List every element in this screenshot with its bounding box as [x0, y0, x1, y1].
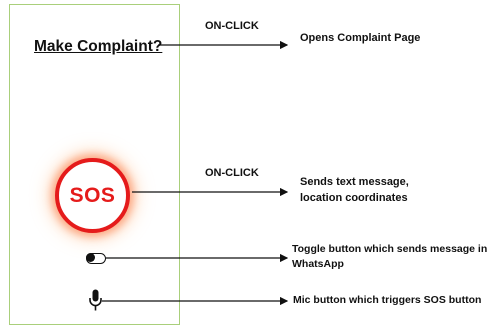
- sos-button-label: SOS: [69, 183, 116, 207]
- microphone-icon[interactable]: [89, 289, 102, 311]
- complaint-description: Opens Complaint Page: [300, 32, 421, 44]
- sos-button[interactable]: SOS: [55, 158, 130, 233]
- sos-description-line2: location coordinates: [300, 192, 408, 204]
- whatsapp-toggle-button[interactable]: [86, 253, 106, 264]
- toggle-description-line1: Toggle button which sends message in: [292, 243, 487, 255]
- onclick-label-sos: ON-CLICK: [205, 167, 259, 179]
- mic-description: Mic button which triggers SOS button: [293, 294, 482, 306]
- make-complaint-link[interactable]: Make Complaint?: [34, 38, 163, 55]
- toggle-description-line2: WhatsApp: [292, 258, 344, 270]
- sos-description-line1: Sends text message,: [300, 176, 409, 188]
- toggle-knob: [86, 253, 95, 262]
- onclick-label-complaint: ON-CLICK: [205, 20, 259, 32]
- phone-screen-frame: [9, 4, 180, 325]
